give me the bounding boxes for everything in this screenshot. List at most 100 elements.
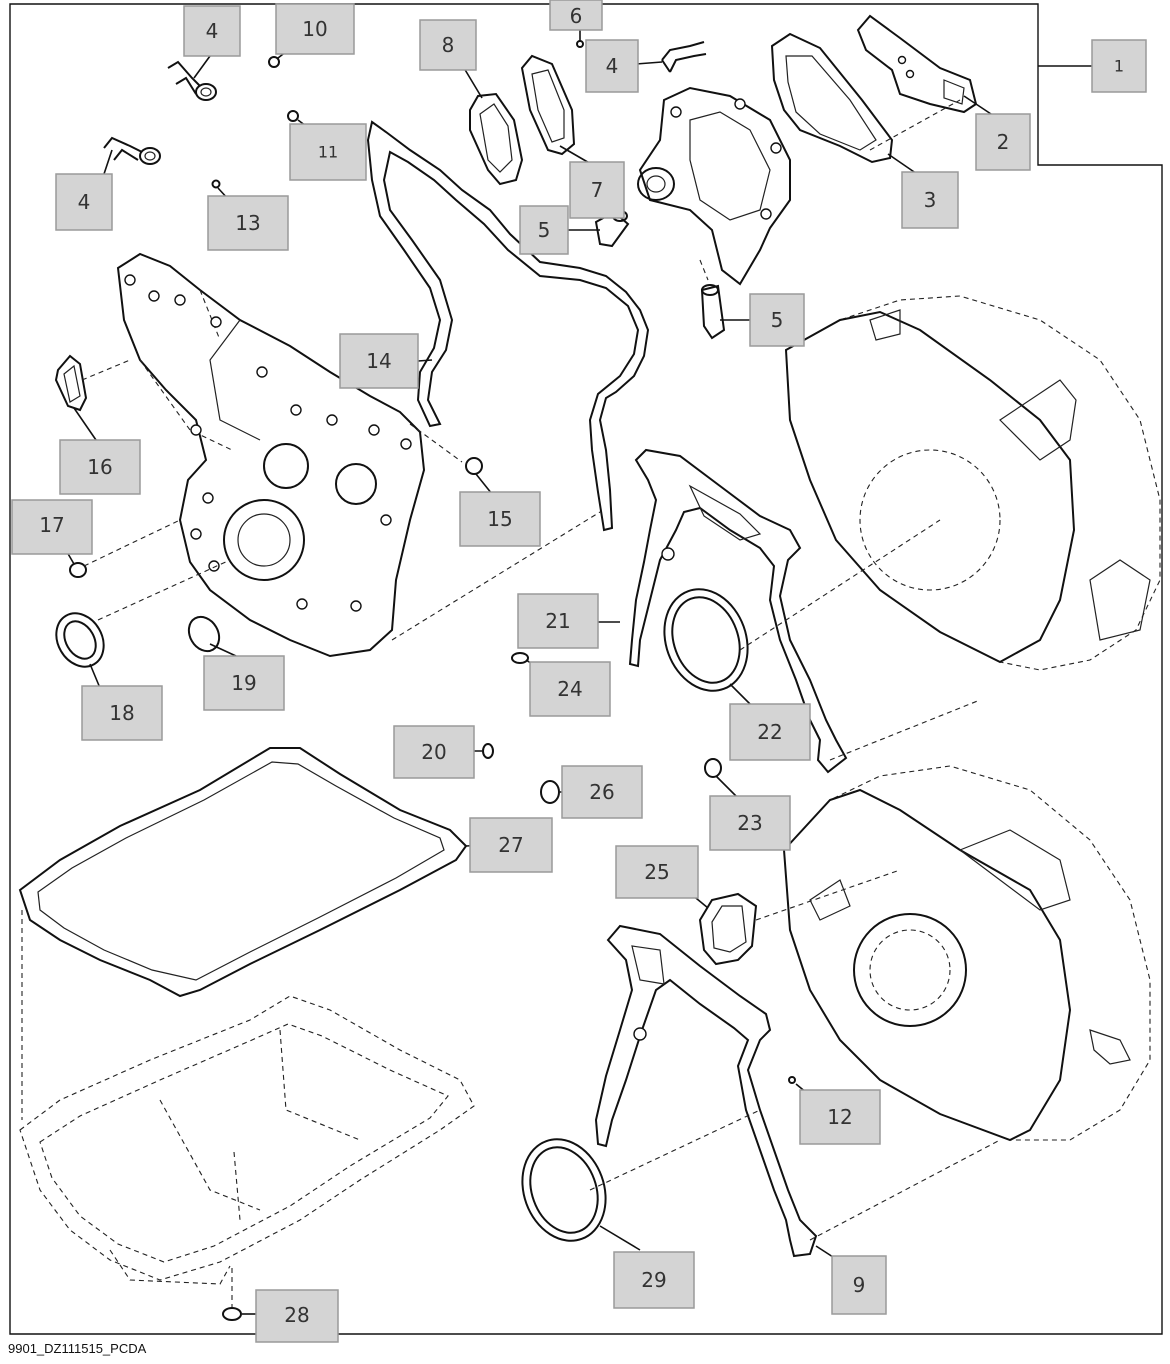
callout-2: 2 <box>975 113 1031 171</box>
callout-24: 24 <box>529 661 611 717</box>
callout-3: 3 <box>901 171 959 229</box>
callout-7: 7 <box>569 161 625 219</box>
o-ring-17 <box>69 562 87 578</box>
callout-14: 14 <box>339 333 419 389</box>
svg-text:25: 25 <box>644 860 669 884</box>
gasket-7 <box>520 54 576 156</box>
svg-text:3: 3 <box>924 188 937 212</box>
svg-text:19: 19 <box>231 671 256 695</box>
callout-23: 23 <box>709 795 791 851</box>
svg-text:13: 13 <box>235 211 260 235</box>
callout-5b: 5 <box>749 293 805 347</box>
svg-text:7: 7 <box>591 178 604 202</box>
o-ring-11 <box>287 110 299 122</box>
seal-18 <box>55 612 105 668</box>
svg-text:9: 9 <box>853 1273 866 1297</box>
callout-16: 16 <box>59 439 141 495</box>
pin-12 <box>788 1076 796 1084</box>
o-ring-23 <box>704 758 722 778</box>
svg-text:23: 23 <box>737 811 762 835</box>
svg-text:4: 4 <box>606 54 619 78</box>
svg-text:2: 2 <box>997 130 1010 154</box>
callout-20: 20 <box>393 725 475 779</box>
o-ring-20 <box>482 743 494 759</box>
svg-text:5: 5 <box>771 308 784 332</box>
callout-10: 10 <box>275 3 355 55</box>
callout-27: 27 <box>469 817 553 873</box>
seal-22 <box>663 588 749 692</box>
o-ring-28 <box>222 1307 242 1321</box>
o-ring-10 <box>268 56 280 68</box>
svg-text:8: 8 <box>442 33 455 57</box>
callout-6: 6 <box>549 0 603 31</box>
callout-4c: 4 <box>585 39 639 93</box>
svg-text:10: 10 <box>302 17 327 41</box>
svg-text:16: 16 <box>87 455 112 479</box>
elbow-hose-4b <box>103 136 161 165</box>
diagram-frame <box>9 3 1163 1335</box>
svg-text:11: 11 <box>318 143 338 162</box>
svg-text:5: 5 <box>538 218 551 242</box>
callout-9: 9 <box>831 1255 887 1315</box>
svg-text:1: 1 <box>1114 57 1124 76</box>
callout-4a: 4 <box>183 5 241 57</box>
svg-text:27: 27 <box>498 833 523 857</box>
svg-text:26: 26 <box>589 780 614 804</box>
svg-text:21: 21 <box>545 609 570 633</box>
gasket-16 <box>54 354 88 412</box>
o-ring-26 <box>540 780 560 804</box>
elbow-hose-4c <box>661 41 707 73</box>
callout-29: 29 <box>613 1251 695 1309</box>
svg-text:28: 28 <box>284 1303 309 1327</box>
svg-text:20: 20 <box>421 740 446 764</box>
callout-13: 13 <box>207 195 289 251</box>
oil-pan-gasket-27 <box>18 747 468 998</box>
gasket-14 <box>366 120 650 532</box>
gasket-25 <box>698 892 758 966</box>
gasket-9 <box>594 924 818 1258</box>
gasket-21 <box>628 448 848 774</box>
figure-code: 9901_DZ111515_PCDA <box>8 1341 147 1356</box>
o-ring-15 <box>465 457 483 475</box>
flywheel-housing-upper <box>784 295 1161 671</box>
svg-text:22: 22 <box>757 720 782 744</box>
svg-text:24: 24 <box>557 677 582 701</box>
o-ring-19 <box>187 615 221 653</box>
callout-17: 17 <box>11 499 93 555</box>
callout-5a: 5 <box>519 205 569 255</box>
svg-text:18: 18 <box>109 701 134 725</box>
callout-22: 22 <box>729 703 811 761</box>
callout-19: 19 <box>203 655 285 711</box>
tube-5b <box>700 284 726 340</box>
plate-2 <box>856 14 978 114</box>
o-ring-24 <box>511 652 529 664</box>
callout-15: 15 <box>459 491 541 547</box>
front-cover <box>116 252 426 658</box>
gasket-8 <box>469 92 524 186</box>
callout-21: 21 <box>517 593 599 649</box>
svg-text:15: 15 <box>487 507 512 531</box>
callout-26: 26 <box>561 765 643 819</box>
gasket-3 <box>770 32 894 164</box>
seal-29 <box>521 1138 607 1242</box>
callout-8: 8 <box>419 19 477 71</box>
callout-11: 11 <box>289 123 367 181</box>
svg-text:4: 4 <box>206 19 219 43</box>
callout-25: 25 <box>615 845 699 899</box>
svg-text:14: 14 <box>366 349 391 373</box>
svg-text:6: 6 <box>570 4 583 28</box>
callout-1: 1 <box>1091 39 1147 93</box>
callout-4b: 4 <box>55 173 113 231</box>
flywheel-housing-lower <box>782 765 1151 1142</box>
oil-pan <box>19 995 475 1285</box>
elbow-hose-4a <box>167 60 217 101</box>
svg-text:17: 17 <box>39 513 64 537</box>
svg-text:4: 4 <box>78 190 91 214</box>
o-ring-13 <box>211 179 221 189</box>
svg-text:12: 12 <box>827 1105 852 1129</box>
water-pump <box>637 86 791 286</box>
callout-28: 28 <box>255 1289 339 1343</box>
svg-text:29: 29 <box>641 1268 666 1292</box>
callout-12: 12 <box>799 1089 881 1145</box>
